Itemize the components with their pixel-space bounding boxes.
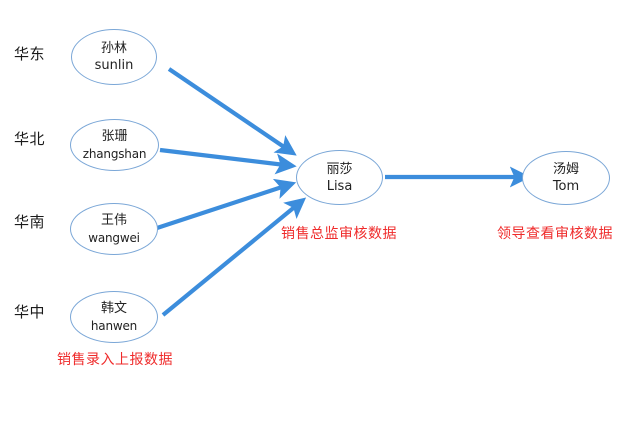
edge-wangwei-lisa <box>156 178 297 230</box>
node-wangwei[interactable]: 王伟 wangwei <box>70 203 158 255</box>
node-tom-cn: 汤姆 <box>552 161 579 176</box>
node-lisa-en: Lisa <box>326 178 353 194</box>
region-label-huanan: 华南 <box>14 214 46 231</box>
node-tom-en: Tom <box>552 179 580 194</box>
edge-zhangshan-lisa <box>159 147 297 175</box>
region-label-huazhong: 华中 <box>14 304 46 321</box>
caption-sales-entry: 销售录入上报数据 <box>57 351 173 367</box>
node-lisa[interactable]: 丽莎 Lisa <box>296 150 383 205</box>
node-zhangshan-cn: 张珊 <box>101 128 128 143</box>
node-hanwen-cn: 韩文 <box>100 300 127 315</box>
region-label-huabei: 华北 <box>14 131 46 148</box>
node-hanwen[interactable]: 韩文 hanwen <box>70 291 158 343</box>
edge-sunlin-lisa <box>167 67 297 156</box>
node-tom[interactable]: 汤姆 Tom <box>522 151 610 205</box>
node-zhangshan-en: zhangshan <box>82 147 147 161</box>
caption-leader-review: 领导查看审核数据 <box>497 225 613 241</box>
node-zhangshan[interactable]: 张珊 zhangshan <box>70 119 159 171</box>
node-sunlin-en: sunlin <box>94 58 134 73</box>
node-sunlin-cn: 孙林 <box>100 40 127 55</box>
caption-director-audit: 销售总监审核数据 <box>281 225 397 241</box>
region-label-huadong: 华东 <box>14 46 46 63</box>
edge-hanwen-lisa <box>161 197 307 317</box>
node-lisa-cn: 丽莎 <box>326 160 353 176</box>
node-wangwei-cn: 王伟 <box>100 212 127 227</box>
node-sunlin[interactable]: 孙林 sunlin <box>71 29 157 85</box>
node-wangwei-en: wangwei <box>88 231 140 245</box>
node-hanwen-en: hanwen <box>90 319 138 333</box>
